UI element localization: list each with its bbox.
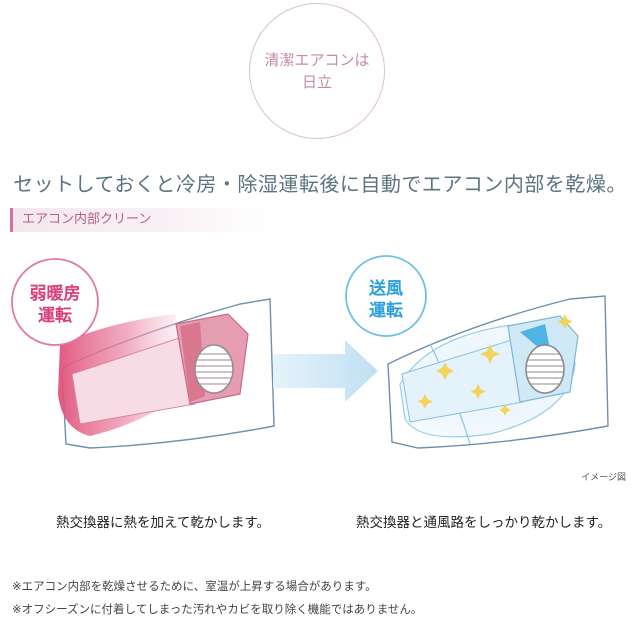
mode-left-line2: 運転 bbox=[38, 305, 72, 326]
mode-left-line1: 弱暖房 bbox=[30, 283, 81, 304]
sparkle-icons bbox=[417, 314, 573, 416]
fan-drum-right bbox=[525, 344, 565, 394]
mode-badge-right: 送風 運転 bbox=[345, 255, 427, 337]
section-tag: エアコン内部クリーン bbox=[10, 208, 268, 232]
mode-right-line2: 運転 bbox=[369, 300, 403, 321]
footnote-1: ※エアコン内部を乾燥させるために、室温が上昇する場合があります。 bbox=[12, 579, 377, 593]
footnote-2: ※オフシーズンに付着してしまった汚れやカビを取り除く機能ではありません。 bbox=[12, 602, 423, 616]
fan-drum-left bbox=[194, 344, 234, 394]
caption-left: 熱交換器に熱を加えて乾かします。 bbox=[56, 515, 270, 531]
transition-arrow bbox=[273, 340, 378, 402]
mode-badge-left: 弱暖房 運転 bbox=[11, 258, 99, 346]
caption-right: 熱交換器と通風路をしっかり乾かします。 bbox=[356, 515, 612, 531]
badge-line1: 清潔エアコンは bbox=[264, 51, 370, 69]
left-aircon-unit: 弱暖房 運転 bbox=[11, 258, 275, 449]
aircon-illustration: 弱暖房 運転 bbox=[11, 255, 609, 449]
image-note: イメージ図 bbox=[581, 473, 626, 483]
right-aircon-unit: 送風 運転 bbox=[345, 255, 609, 449]
mode-right-line1: 送風 bbox=[369, 278, 403, 299]
badge-line2: 日立 bbox=[301, 73, 332, 91]
headline: セットしておくと冷房・除湿運転後に自動でエアコン内部を乾燥。 bbox=[13, 172, 627, 196]
brand-badge: 清潔エアコンは 日立 bbox=[249, 3, 385, 139]
